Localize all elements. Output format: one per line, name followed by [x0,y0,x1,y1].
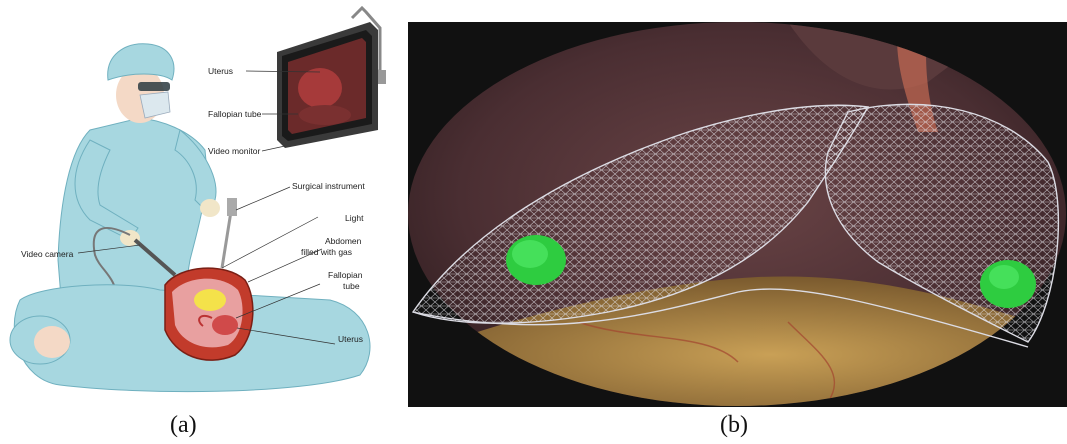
label-fallopian-2: tube [343,281,360,291]
label-uterus-monitor: Uterus [208,66,233,76]
caption-b: (b) [720,412,748,439]
laparoscopic-view-panel [408,22,1067,407]
label-uterus-body: Uterus [338,334,363,344]
caption-a: (a) [170,412,197,439]
label-abdomen-1: Abdomen [325,236,362,246]
illustration-panel: Uterus Fallopian tube Video monitor Surg… [0,0,395,400]
label-fallopian-1: Fallopian [328,270,363,280]
green-marker-left [506,235,566,285]
label-abdomen-2: filled with gas [301,247,352,257]
label-light: Light [345,213,364,223]
green-marker-right [980,260,1036,308]
label-video-camera: Video camera [21,249,74,259]
laparoscopy-illustration: Uterus Fallopian tube Video monitor Surg… [0,0,395,400]
laparoscopic-view [408,22,1067,407]
label-video-monitor: Video monitor [208,146,260,156]
label-surgical-instrument: Surgical instrument [292,181,365,191]
video-monitor [277,22,378,148]
label-fallopian-monitor: Fallopian tube [208,109,262,119]
